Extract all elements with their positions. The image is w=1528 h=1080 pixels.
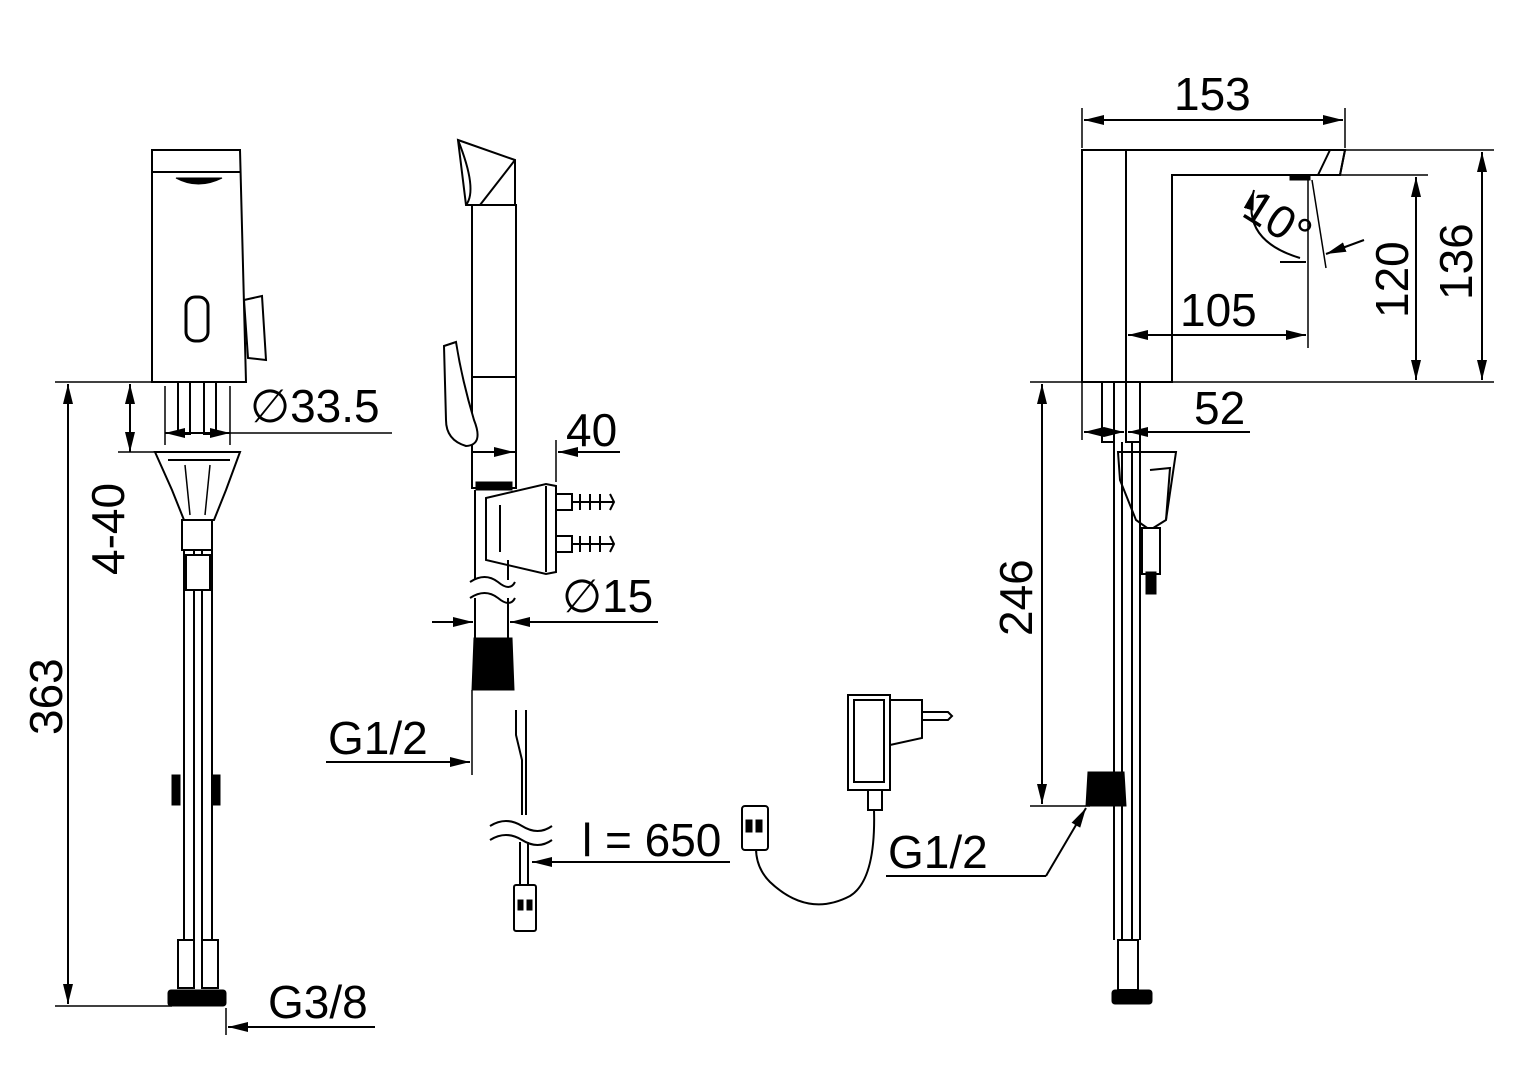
label-g1-2-left: G1/2 — [328, 712, 428, 764]
dim-bracket-width: 40 — [566, 404, 617, 456]
power-supply — [741, 694, 954, 906]
dim-deck-range: 4-40 — [82, 483, 134, 575]
dim-total-width: 153 — [1174, 68, 1251, 120]
dim-height-136: 136 — [1430, 223, 1482, 300]
right-view: 153 136 120 105 10° 52 246 — [886, 68, 1494, 1005]
dim-width-52: 52 — [1194, 382, 1245, 434]
dim-hose-diameter: ∅15 — [562, 570, 653, 622]
dim-sensor-diameter: ∅33.5 — [250, 380, 380, 432]
dim-total-height: 363 — [20, 658, 72, 735]
dim-reach-105: 105 — [1180, 284, 1257, 336]
side-view: 40 ∅15 G1/2 — [326, 138, 658, 775]
cable: l = 650 — [489, 710, 730, 932]
dim-cable-length: l = 650 — [582, 814, 721, 866]
label-g1-2-right: G1/2 — [888, 826, 988, 878]
dim-height-246: 246 — [990, 559, 1042, 636]
front-view: ∅33.5 4-40 363 G3/8 — [20, 149, 392, 1035]
label-g3-8: G3/8 — [268, 976, 368, 1028]
dim-height-120: 120 — [1366, 241, 1418, 318]
